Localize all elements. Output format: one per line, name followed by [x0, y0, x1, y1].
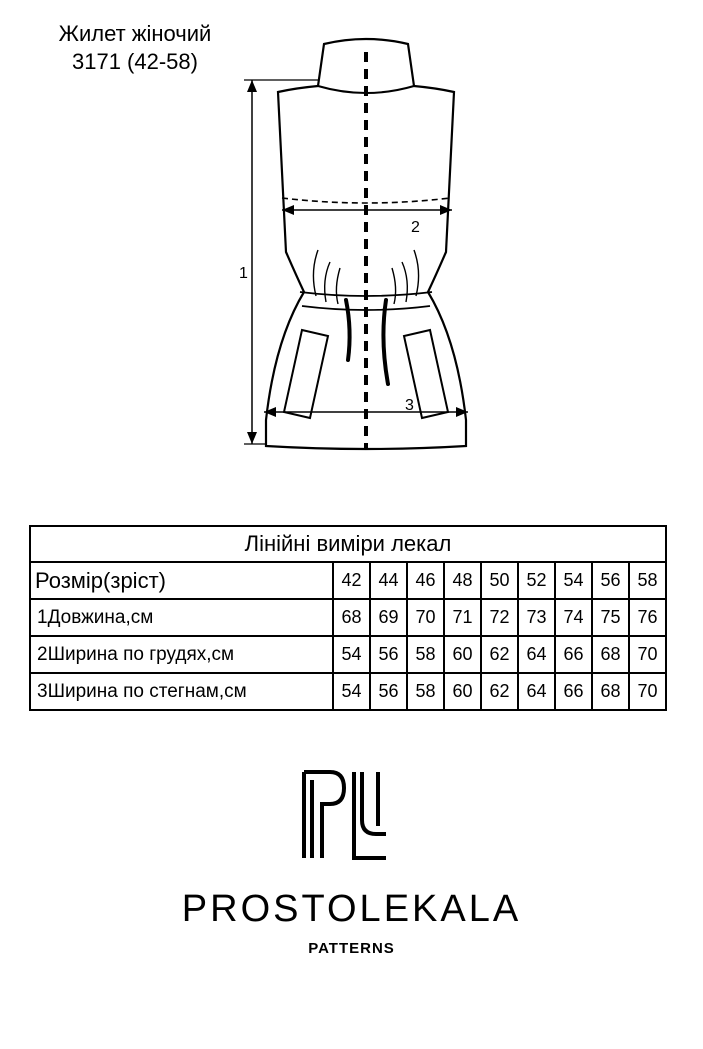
measurements-table: Лінійні виміри лекал Розмір(зріст) 42 44…: [29, 525, 667, 711]
value-cell: 73: [517, 598, 556, 637]
brand-logo-icon: [302, 770, 386, 860]
measure-label-2: 2: [411, 219, 420, 236]
value-cell: 58: [406, 635, 445, 674]
product-code: 3171 (42-58): [72, 49, 198, 74]
table-row-length: 1Довжина,см 68 69 70 71 72 73 74 75 76: [29, 598, 667, 637]
row-label: 1Довжина,см: [29, 598, 334, 637]
value-cell: 66: [554, 635, 593, 674]
measurements-table-wrap: Лінійні виміри лекал Розмір(зріст) 42 44…: [29, 525, 667, 711]
value-cell: 54: [332, 635, 371, 674]
value-cell: 62: [480, 672, 519, 711]
value-cell: 71: [443, 598, 482, 637]
vest-diagram: 1 2 3: [239, 37, 468, 451]
size-cell: 58: [628, 561, 667, 600]
product-title: Жилет жіночий 3171 (42-58): [28, 20, 242, 76]
measure-label-1: 1: [239, 265, 248, 282]
chest-arrow: [282, 205, 452, 215]
size-cell: 50: [480, 561, 519, 600]
size-cell: 56: [591, 561, 630, 600]
table-row-hip: 3Ширина по стегнам,см 54 56 58 60 62 64 …: [29, 672, 667, 711]
value-cell: 74: [554, 598, 593, 637]
table-caption-row: Лінійні виміри лекал: [29, 525, 667, 563]
value-cell: 60: [443, 672, 482, 711]
value-cell: 75: [591, 598, 630, 637]
row-label: 3Ширина по стегнам,см: [29, 672, 334, 711]
size-cell: 42: [332, 561, 371, 600]
value-cell: 62: [480, 635, 519, 674]
table-row-chest: 2Ширина по грудях,см 54 56 58 60 62 64 6…: [29, 635, 667, 674]
value-cell: 58: [406, 672, 445, 711]
measure-label-3: 3: [405, 397, 414, 414]
value-cell: 69: [369, 598, 408, 637]
table-caption: Лінійні виміри лекал: [29, 525, 667, 563]
hip-arrow: [264, 407, 468, 417]
value-cell: 70: [406, 598, 445, 637]
brand-name: PROSTOLEKALA: [181, 888, 522, 930]
gather-marks: [312, 249, 420, 305]
value-cell: 68: [332, 598, 371, 637]
value-cell: 76: [628, 598, 667, 637]
size-cell: 46: [406, 561, 445, 600]
product-name: Жилет жіночий: [58, 21, 212, 46]
size-cell: 54: [554, 561, 593, 600]
value-cell: 68: [591, 672, 630, 711]
value-cell: 68: [591, 635, 630, 674]
pocket-left: [282, 328, 330, 420]
table-row-sizes: Розмір(зріст) 42 44 46 48 50 52 54 56 58: [29, 561, 667, 600]
value-cell: 56: [369, 635, 408, 674]
value-cell: 56: [369, 672, 408, 711]
value-cell: 70: [628, 672, 667, 711]
value-cell: 60: [443, 635, 482, 674]
size-cell: 52: [517, 561, 556, 600]
yoke-line: [281, 197, 451, 204]
size-cell: 44: [369, 561, 408, 600]
value-cell: 64: [517, 672, 556, 711]
drawstrings: [344, 298, 390, 386]
length-arrow: [244, 79, 318, 445]
value-cell: 64: [517, 635, 556, 674]
vest-outline: [264, 84, 468, 451]
value-cell: 72: [480, 598, 519, 637]
vest-collar: [316, 37, 416, 87]
size-label: Розмір(зріст): [29, 561, 334, 600]
size-cell: 48: [443, 561, 482, 600]
value-cell: 54: [332, 672, 371, 711]
value-cell: 70: [628, 635, 667, 674]
value-cell: 66: [554, 672, 593, 711]
row-label: 2Ширина по грудях,см: [29, 635, 334, 674]
pocket-right: [402, 328, 450, 420]
brand-subtitle: PATTERNS: [308, 940, 395, 957]
